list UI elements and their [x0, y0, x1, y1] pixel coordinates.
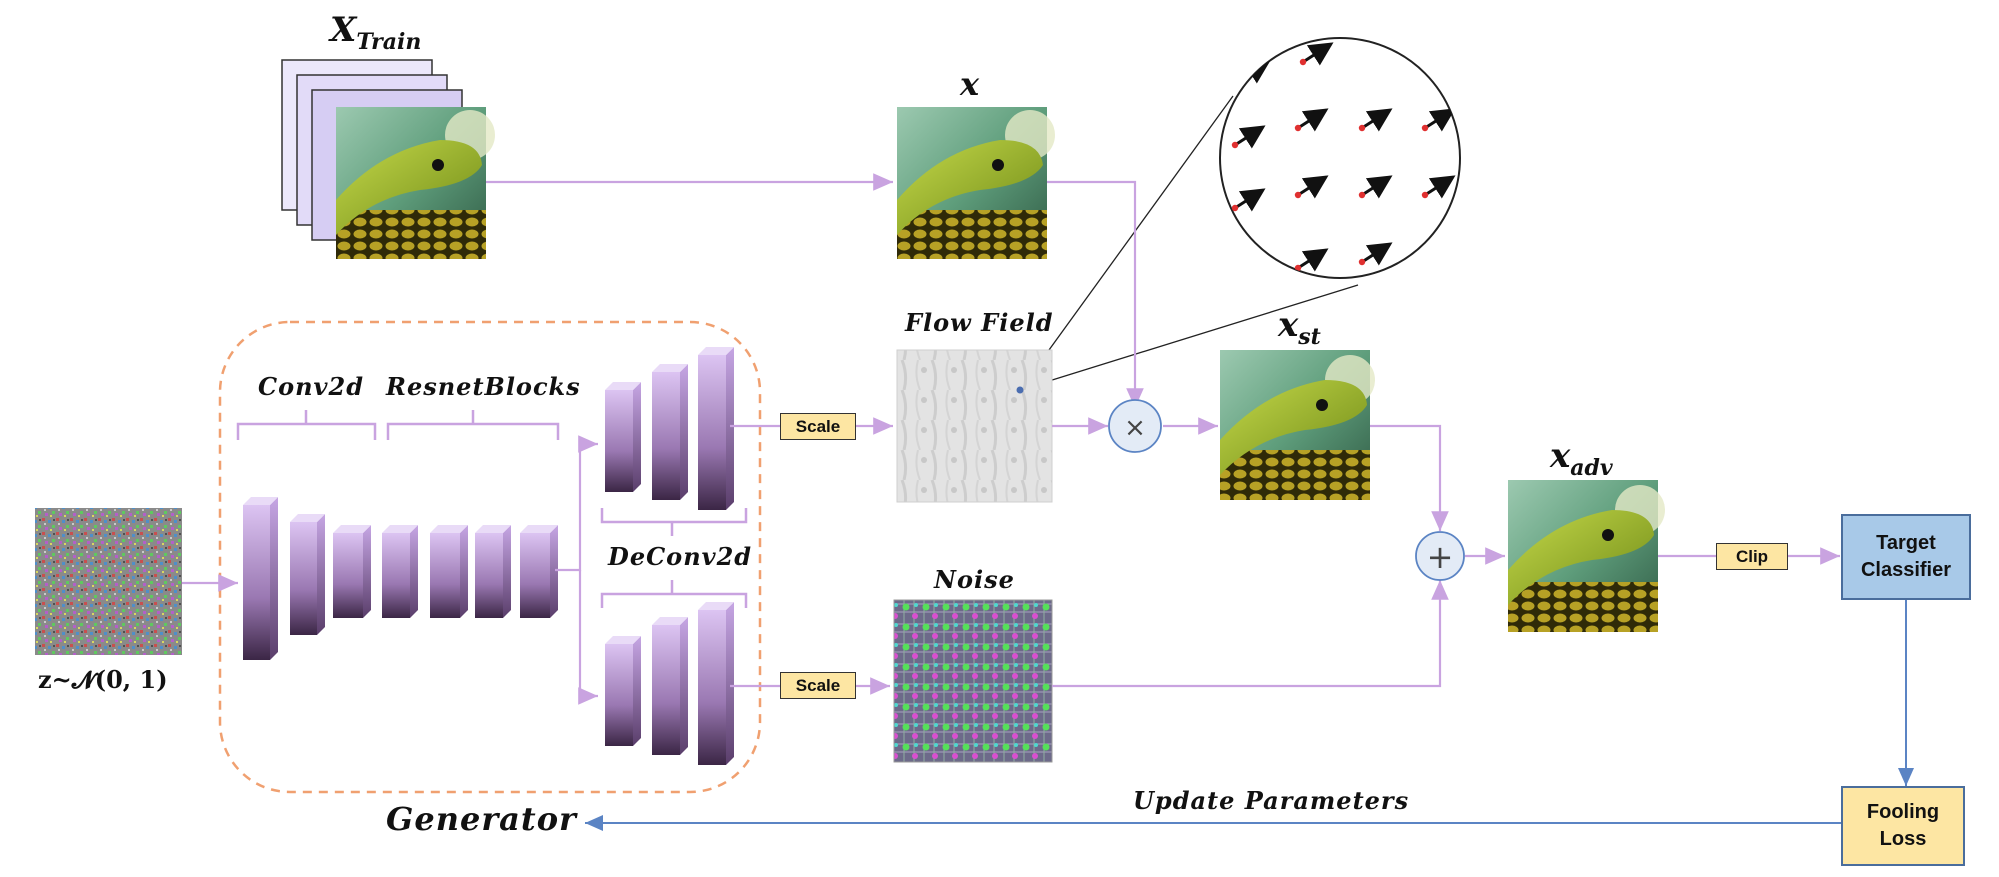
- forward-connectors: [182, 173, 1840, 705]
- layer-block: [605, 382, 641, 492]
- multiply-symbol: ×: [1124, 413, 1146, 443]
- layer-block: [698, 602, 734, 765]
- label-generator: Generator: [386, 800, 577, 838]
- label-update-parameters: Update Parameters: [1133, 786, 1410, 815]
- flow-vector-arrow: [1231, 125, 1266, 149]
- flow-vector-arrow: [1421, 108, 1456, 132]
- add-symbol: +: [1427, 538, 1454, 576]
- label-x: x: [960, 65, 980, 103]
- flow-vector-arrow: [1231, 188, 1266, 212]
- clip-tag: Clip: [1716, 543, 1788, 570]
- flow-zoom-circle: [1019, 37, 1461, 391]
- flow-vector-arrow: [1358, 242, 1393, 266]
- layer-block: [290, 514, 325, 635]
- scale-tag-flow: Scale: [780, 413, 856, 440]
- layer-block: [475, 525, 511, 618]
- flow-vector-arrow: [1299, 42, 1334, 66]
- layer-block: [243, 497, 278, 660]
- snake-image-train: [336, 107, 495, 259]
- flow-vector-arrow: [1358, 175, 1393, 199]
- flow-vector-arrow: [1358, 108, 1393, 132]
- target-classifier-box: Target Classifier: [1841, 514, 1971, 600]
- layer-block: [430, 525, 468, 618]
- label-x-st: xst: [1278, 305, 1321, 350]
- layer-block: [333, 525, 371, 618]
- scale-tag-noise: Scale: [780, 672, 856, 699]
- flow-field-image: [896, 349, 1053, 503]
- label-noise: Noise: [934, 565, 1015, 594]
- snake-image-x: [897, 107, 1055, 259]
- generator-layers: [243, 347, 734, 765]
- feedback-connectors: [585, 600, 1914, 831]
- z-input-image: [35, 508, 182, 655]
- label-resnet-blocks: ResnetBlocks: [386, 372, 581, 401]
- layer-block: [605, 636, 641, 746]
- flow-vector-arrow: [1421, 175, 1456, 199]
- label-x-train: XTrain: [330, 10, 422, 55]
- layer-braces: [236, 410, 748, 608]
- layer-block: [652, 617, 688, 755]
- label-z-distribution: z~𝓝(0, 1): [38, 665, 168, 694]
- add-operator: +: [1415, 531, 1465, 581]
- generator-region: [218, 320, 762, 794]
- multiply-operator: ×: [1108, 399, 1162, 453]
- layer-block: [698, 347, 734, 510]
- label-deconv2d: DeConv2d: [608, 542, 753, 571]
- x-train-stack: [281, 59, 495, 259]
- flow-vector-arrow: [1294, 175, 1329, 199]
- flow-vector-arrow: [1294, 108, 1329, 132]
- label-conv2d: Conv2d: [258, 372, 364, 401]
- noise-image: [893, 599, 1053, 763]
- label-flow-field: Flow Field: [905, 308, 1054, 337]
- layer-block: [652, 364, 688, 500]
- layer-block: [520, 525, 558, 618]
- flow-vector-arrow: [1294, 248, 1329, 272]
- label-x-adv: xadv: [1550, 436, 1613, 481]
- fooling-loss-box: Fooling Loss: [1841, 786, 1965, 866]
- snake-image-x-adv: [1508, 480, 1665, 632]
- snake-image-x-st: [1220, 350, 1375, 500]
- layer-block: [382, 525, 418, 618]
